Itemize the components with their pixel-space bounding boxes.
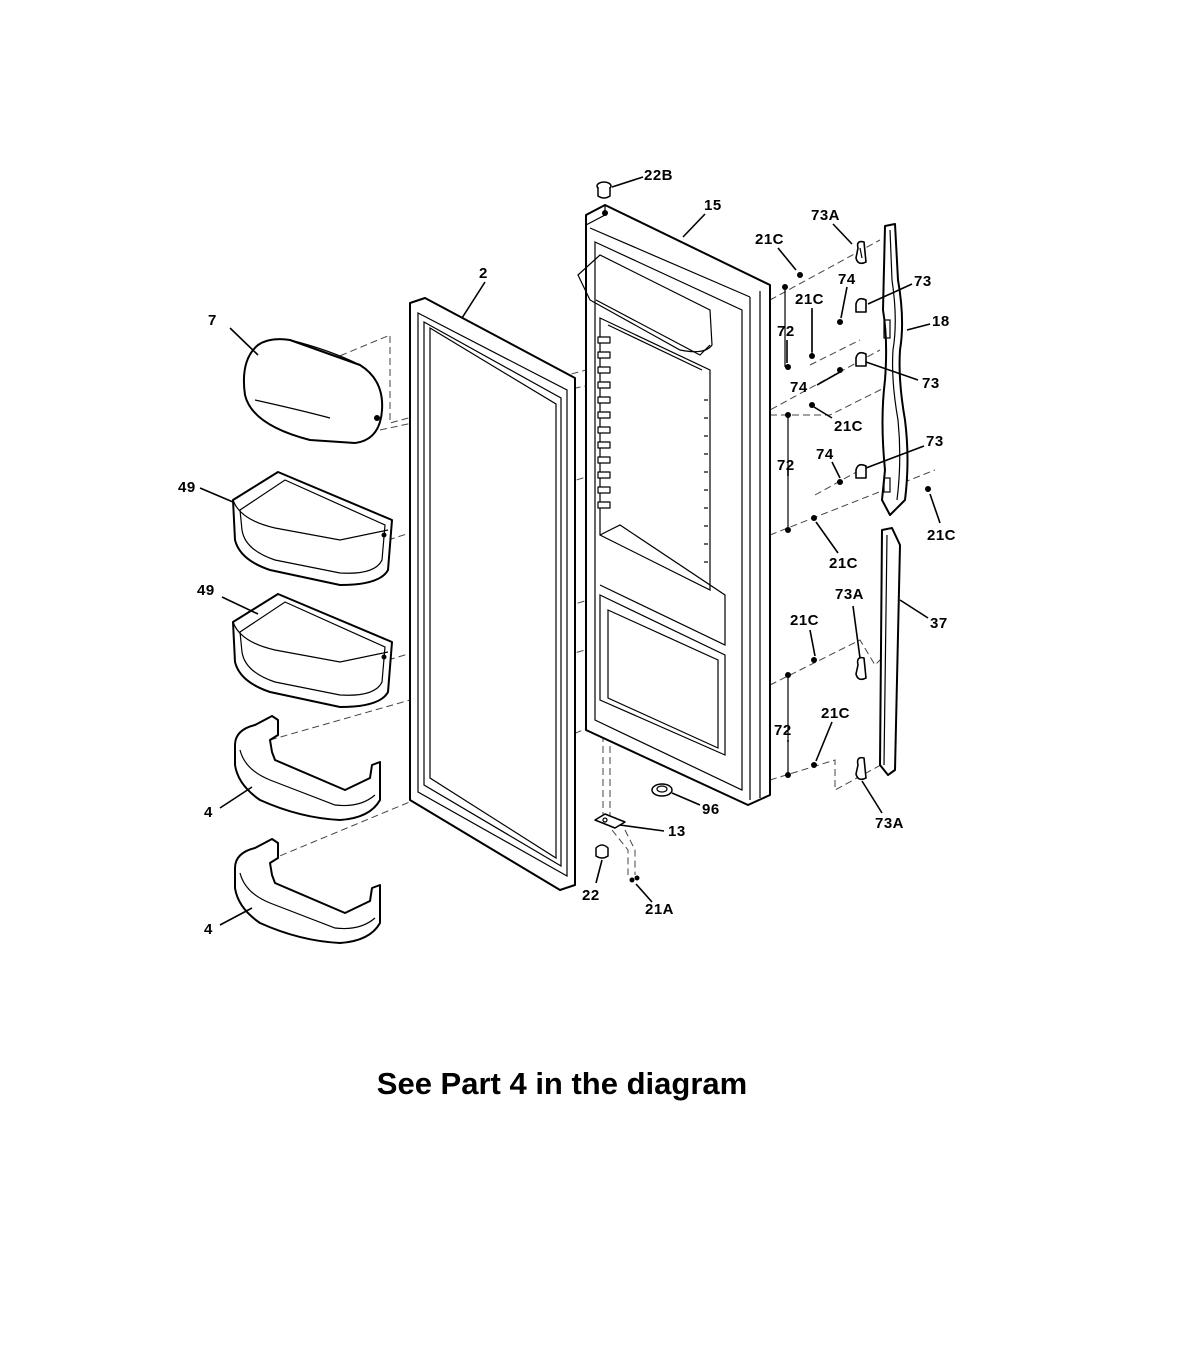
callout-21C-6: 21C — [790, 612, 819, 629]
part-21A-screws — [629, 875, 640, 883]
callout-22: 22 — [582, 887, 600, 904]
callout-21A: 21A — [645, 901, 674, 918]
part-4-door-shelf-lower — [234, 838, 381, 944]
part-73A-handle-bracket-top — [855, 240, 867, 265]
callout-13: 13 — [668, 823, 686, 840]
part-7-dairy-cover — [242, 338, 384, 444]
shelf-clip-column — [597, 336, 611, 509]
callout-73A-mid: 73A — [835, 586, 864, 603]
callout-74-1: 74 — [838, 271, 856, 288]
callout-21C-4: 21C — [927, 527, 956, 544]
callout-21C-3: 21C — [834, 418, 863, 435]
part-2-door-gasket — [409, 297, 576, 891]
callout-74-2: 74 — [790, 379, 808, 396]
part-73-handle-mount-2 — [855, 351, 867, 367]
callout-labels: 22B 15 73A 21C 2 74 73 21C 7 18 72 74 73… — [178, 167, 956, 938]
callout-73-2: 73 — [922, 375, 940, 392]
callout-73-1: 73 — [914, 273, 932, 290]
callout-72-3: 72 — [774, 722, 792, 739]
part-49-door-bin-lower — [232, 593, 393, 708]
callout-74-3: 74 — [816, 446, 834, 463]
callout-21C-7: 21C — [821, 705, 850, 722]
callout-96: 96 — [702, 801, 720, 818]
part-73A-trim-bracket-bottom — [855, 756, 867, 781]
part-96-plug — [651, 783, 673, 797]
callout-73A-bottom: 73A — [875, 815, 904, 832]
callout-49-2: 49 — [197, 582, 215, 599]
part-73A-trim-bracket-mid — [855, 656, 867, 681]
callout-4-2: 4 — [204, 921, 213, 938]
callout-2: 2 — [479, 265, 488, 282]
part-13-bottom-hinge — [594, 813, 626, 829]
callout-21C-5: 21C — [829, 555, 858, 572]
notch-column — [704, 399, 708, 563]
callout-49-1: 49 — [178, 479, 196, 496]
callout-72-1: 72 — [777, 323, 795, 340]
part-15-door-assembly — [577, 204, 771, 806]
part-22-hinge-pin — [595, 844, 609, 859]
callout-15: 15 — [704, 197, 722, 214]
diagram-caption: See Part 4 in the diagram — [376, 1066, 748, 1101]
callout-21C-1: 21C — [755, 231, 784, 248]
part-4-door-shelf-upper — [234, 715, 381, 821]
callout-4-1: 4 — [204, 804, 213, 821]
callout-37: 37 — [930, 615, 948, 632]
part-73-handle-mount-3 — [855, 463, 867, 479]
leader-lines — [199, 176, 941, 926]
callout-72-2: 72 — [777, 457, 795, 474]
callout-21C-2: 21C — [795, 291, 824, 308]
callout-73A-top: 73A — [811, 207, 840, 224]
part-49-door-bin-upper — [232, 471, 393, 586]
callout-7: 7 — [208, 312, 217, 329]
callout-73-3: 73 — [926, 433, 944, 450]
screw-markers — [782, 272, 931, 778]
callout-22B: 22B — [644, 167, 673, 184]
part-73-handle-mount-1 — [855, 297, 867, 313]
part-18-door-handle — [881, 223, 909, 516]
part-37-handle-trim — [879, 527, 901, 776]
callout-18: 18 — [932, 313, 950, 330]
part-22B-hinge-pin-cap — [596, 181, 612, 199]
